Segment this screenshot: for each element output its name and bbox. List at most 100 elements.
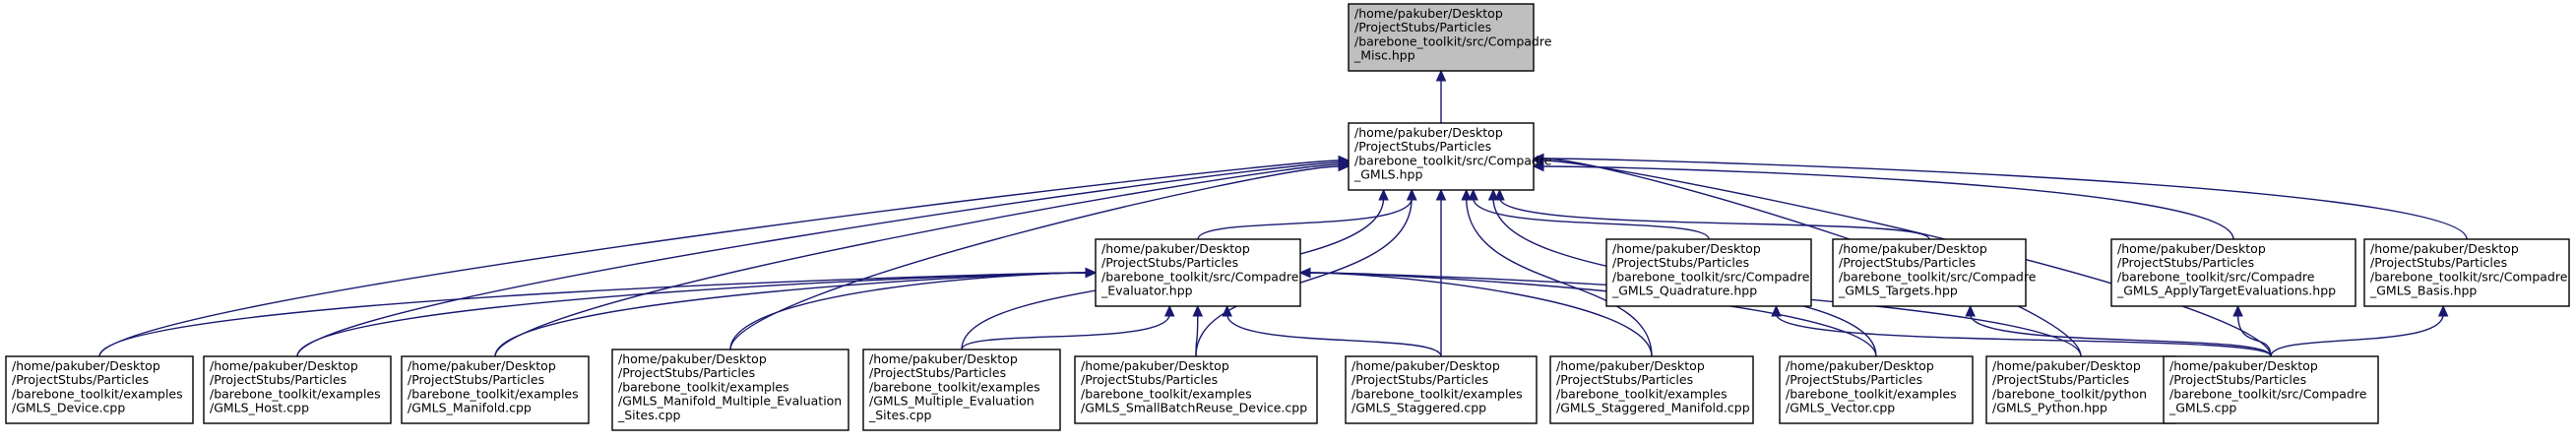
node-label-line: /barebone_toolkit/python bbox=[1992, 386, 2147, 401]
node-box bbox=[401, 355, 590, 424]
node-label-line: _GMLS_ApplyTargetEvaluations.hpp bbox=[2116, 284, 2336, 298]
node-label-line: /barebone_toolkit/examples bbox=[210, 386, 381, 401]
node-label-line: /barebone_toolkit/examples bbox=[1786, 386, 1957, 401]
edge-line bbox=[1775, 313, 2272, 357]
node-label-line: /ProjectStubs/Particles bbox=[1081, 372, 1218, 387]
node-manifold[interactable]: /home/pakuber/Desktop/ProjectStubs/Parti… bbox=[401, 355, 590, 424]
edge-line bbox=[1541, 158, 2468, 240]
node-multi_eval[interactable]: /home/pakuber/Desktop/ProjectStubs/Parti… bbox=[862, 349, 1061, 431]
node-box bbox=[1074, 355, 1318, 424]
node-label-line: /ProjectStubs/Particles bbox=[618, 365, 755, 380]
node-label-line: /barebone_toolkit/examples bbox=[408, 386, 579, 401]
node-label-line: /home/pakuber/Desktop bbox=[1992, 358, 2141, 373]
edge-arrowhead bbox=[1192, 304, 1204, 317]
node-label-line: /home/pakuber/Desktop bbox=[1351, 358, 1500, 373]
node-label-line: /home/pakuber/Desktop bbox=[1612, 241, 1761, 256]
node-box bbox=[1985, 355, 2176, 424]
node-label-line: _GMLS.hpp bbox=[1353, 167, 1422, 182]
node-vector[interactable]: /home/pakuber/Desktop/ProjectStubs/Parti… bbox=[1779, 355, 1974, 424]
edge-arrowhead bbox=[1468, 188, 1478, 201]
node-label-line: /GMLS_Manifold.cpp bbox=[408, 401, 532, 415]
edge-line bbox=[1225, 313, 1442, 357]
edge-arrowhead bbox=[2232, 304, 2243, 317]
node-label-line: /ProjectStubs/Particles bbox=[408, 372, 544, 387]
node-label-line: /home/pakuber/Desktop bbox=[1354, 6, 1503, 21]
edge-gmls_cpp-to-quadrature bbox=[1771, 304, 2272, 357]
edge-arrowhead bbox=[1085, 267, 1098, 279]
node-staggered[interactable]: /home/pakuber/Desktop/ProjectStubs/Parti… bbox=[1345, 355, 1538, 424]
node-label-line: /ProjectStubs/Particles bbox=[1612, 255, 1749, 270]
edge-gmls_cpp-to-targets bbox=[1965, 304, 2272, 357]
node-label-line: /ProjectStubs/Particles bbox=[1839, 255, 1976, 270]
edge-staggered_manifold-to-evaluator bbox=[1298, 267, 1653, 357]
node-staggered_manifold[interactable]: /home/pakuber/Desktop/ProjectStubs/Parti… bbox=[1549, 355, 1754, 424]
node-box bbox=[5, 355, 194, 424]
node-label-line: /barebone_toolkit/src/Compadre bbox=[1354, 153, 1552, 167]
node-label-line: /barebone_toolkit/examples bbox=[1351, 386, 1523, 401]
node-box bbox=[862, 349, 1061, 431]
node-targets[interactable]: /home/pakuber/Desktop/ProjectStubs/Parti… bbox=[1832, 238, 2037, 307]
node-label-line: /ProjectStubs/Particles bbox=[1992, 372, 2129, 387]
edge-arrowhead bbox=[1298, 267, 1311, 279]
node-label-line: /ProjectStubs/Particles bbox=[1354, 139, 1491, 154]
edge-manifold_multi-to-evaluator bbox=[729, 267, 1098, 350]
node-small_batch[interactable]: /home/pakuber/Desktop/ProjectStubs/Parti… bbox=[1074, 355, 1318, 424]
node-label-line: /home/pakuber/Desktop bbox=[408, 358, 556, 373]
node-label-line: /barebone_toolkit/src/Compadre bbox=[1612, 269, 1810, 284]
node-box bbox=[203, 355, 392, 424]
node-python[interactable]: /home/pakuber/Desktop/ProjectStubs/Parti… bbox=[1985, 355, 2176, 424]
edge-arrowhead bbox=[1338, 160, 1351, 172]
edge-line bbox=[729, 272, 1088, 350]
node-label-line: /barebone_toolkit/src/Compadre bbox=[1354, 33, 1552, 48]
node-box bbox=[1779, 355, 1974, 424]
node-label-line: /home/pakuber/Desktop bbox=[12, 358, 160, 373]
node-gmls_cpp[interactable]: /home/pakuber/Desktop/ProjectStubs/Parti… bbox=[2163, 355, 2379, 424]
edge-arrowhead bbox=[1532, 155, 1544, 166]
node-box bbox=[1549, 355, 1754, 424]
node-label-line: /GMLS_Staggered.cpp bbox=[1351, 401, 1486, 415]
node-label-line: _Sites.cpp bbox=[617, 408, 681, 422]
node-manifold_multi[interactable]: /home/pakuber/Desktop/ProjectStubs/Parti… bbox=[611, 349, 849, 431]
edge-line bbox=[494, 163, 1341, 357]
node-box bbox=[2110, 238, 2356, 307]
node-device[interactable]: /home/pakuber/Desktop/ProjectStubs/Parti… bbox=[5, 355, 194, 424]
node-label-line: /home/pakuber/Desktop bbox=[1556, 358, 1705, 373]
node-gmls_hpp[interactable]: /home/pakuber/Desktop/ProjectStubs/Parti… bbox=[1348, 122, 1552, 191]
node-quadrature[interactable]: /home/pakuber/Desktop/ProjectStubs/Parti… bbox=[1605, 238, 1812, 307]
edge-gmls_hpp-to-misc bbox=[1435, 69, 1447, 123]
edge-arrowhead bbox=[1406, 188, 1417, 201]
node-box bbox=[1348, 3, 1535, 72]
edge-quadrature-to-gmls_hpp bbox=[1468, 188, 1710, 240]
node-box bbox=[1095, 238, 1301, 307]
node-label-line: /GMLS_SmallBatchReuse_Device.cpp bbox=[1081, 401, 1307, 415]
edge-multi_eval-to-evaluator bbox=[961, 304, 1175, 350]
node-label-line: /barebone_toolkit/examples bbox=[1081, 386, 1252, 401]
edges-layer bbox=[98, 69, 2468, 357]
edge-small_batch-to-gmls_hpp bbox=[1195, 188, 1417, 357]
edge-arrowhead bbox=[1771, 304, 1782, 317]
node-applytarget[interactable]: /home/pakuber/Desktop/ProjectStubs/Parti… bbox=[2110, 238, 2356, 307]
node-label-line: _Sites.cpp bbox=[868, 408, 932, 422]
node-label-line: /barebone_toolkit/src/Compadre bbox=[1101, 269, 1299, 284]
node-label-line: /ProjectStubs/Particles bbox=[2370, 255, 2507, 270]
edge-manifold_multi-to-gmls_hpp bbox=[729, 160, 1351, 350]
node-host[interactable]: /home/pakuber/Desktop/ProjectStubs/Parti… bbox=[203, 355, 392, 424]
edge-basis-to-gmls_hpp bbox=[1532, 153, 2468, 240]
node-evaluator[interactable]: /home/pakuber/Desktop/ProjectStubs/Parti… bbox=[1095, 238, 1301, 307]
node-label-line: /ProjectStubs/Particles bbox=[210, 372, 346, 387]
edge-line bbox=[2270, 313, 2444, 357]
node-label-line: /barebone_toolkit/examples bbox=[12, 386, 183, 401]
edge-line bbox=[1195, 197, 1413, 357]
node-label-line: /ProjectStubs/Particles bbox=[1351, 372, 1488, 387]
node-box bbox=[2163, 355, 2379, 424]
node-label-line: _GMLS.cpp bbox=[2168, 401, 2236, 415]
node-label-line: /barebone_toolkit/src/Compadre bbox=[1839, 269, 2037, 284]
node-label-line: _Misc.hpp bbox=[1353, 48, 1415, 63]
edge-staggered-to-evaluator bbox=[1222, 304, 1442, 357]
node-label-line: /home/pakuber/Desktop bbox=[210, 358, 358, 373]
node-box bbox=[1605, 238, 1812, 307]
node-label-line: /GMLS_Host.cpp bbox=[210, 401, 309, 415]
node-box bbox=[1345, 355, 1538, 424]
edge-gmls_cpp-to-basis bbox=[2270, 304, 2449, 357]
node-basis[interactable]: /home/pakuber/Desktop/ProjectStubs/Parti… bbox=[2363, 238, 2570, 307]
